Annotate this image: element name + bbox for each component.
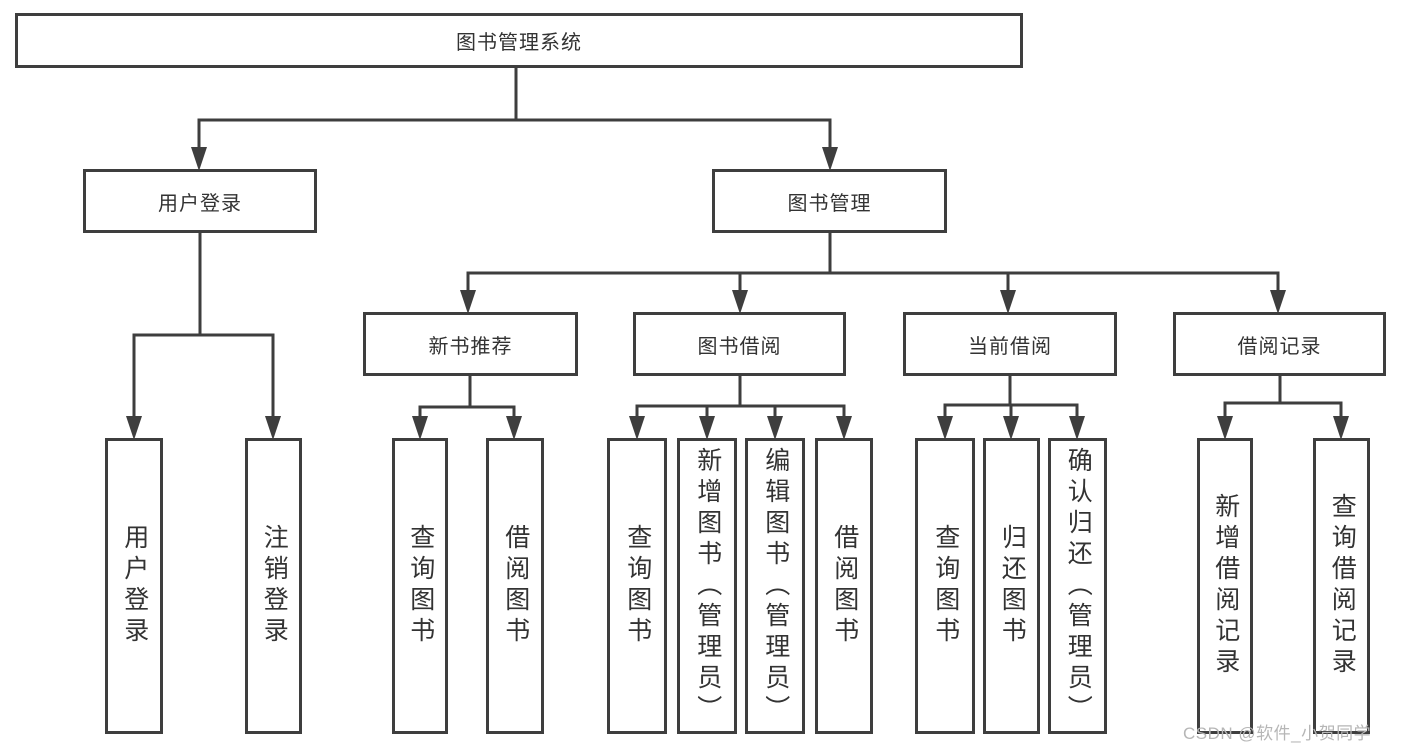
leaf-query-books-borrowing-label: 查询图书 [623, 524, 652, 648]
leaf-add-books-admin: 新增图书（管理员） [677, 438, 737, 734]
node-book-borrowing: 图书借阅 [633, 312, 846, 376]
leaf-borrow-books-recommend: 借阅图书 [486, 438, 544, 734]
node-borrowing-records-label: 借阅记录 [1237, 335, 1322, 358]
watermark: CSDN @软件_小贺同学 [1183, 724, 1372, 743]
leaf-edit-books-admin: 编辑图书（管理员） [745, 438, 805, 734]
node-new-book-recommend: 新书推荐 [363, 312, 578, 376]
leaf-query-books-borrowing: 查询图书 [607, 438, 667, 734]
node-book-management: 图书管理 [712, 169, 947, 233]
leaf-borrow-books: 借阅图书 [815, 438, 873, 734]
node-user-login: 用户登录 [83, 169, 317, 233]
node-current-borrowing: 当前借阅 [903, 312, 1117, 376]
leaf-return-books: 归还图书 [983, 438, 1040, 734]
leaf-query-books-recommend-label: 查询图书 [406, 524, 435, 648]
leaf-query-books-current-label: 查询图书 [931, 524, 960, 648]
leaf-borrow-books-recommend-label: 借阅图书 [501, 524, 530, 648]
leaf-logout: 注销登录 [245, 438, 302, 734]
leaf-query-borrow-record: 查询借阅记录 [1313, 438, 1370, 734]
node-book-management-label: 图书管理 [787, 192, 872, 215]
node-user-login-label: 用户登录 [158, 192, 242, 215]
leaf-query-books-recommend: 查询图书 [392, 438, 448, 734]
node-new-book-recommend-label: 新书推荐 [428, 335, 513, 358]
leaf-confirm-return-admin-label: 确认归还（管理员） [1064, 446, 1093, 726]
leaf-query-books-current: 查询图书 [915, 438, 975, 734]
node-current-borrowing-label: 当前借阅 [968, 335, 1052, 358]
leaf-add-books-admin-label: 新增图书（管理员） [693, 446, 722, 726]
leaf-confirm-return-admin: 确认归还（管理员） [1048, 438, 1107, 734]
node-book-borrowing-label: 图书借阅 [697, 335, 782, 358]
node-root-label: 图书管理系统 [456, 32, 582, 54]
leaf-user-login: 用户登录 [105, 438, 163, 734]
node-root: 图书管理系统 [15, 13, 1023, 68]
arrowheads [126, 147, 1349, 440]
leaf-query-borrow-record-label: 查询借阅记录 [1328, 493, 1357, 679]
leaf-return-books-label: 归还图书 [998, 524, 1027, 648]
leaf-borrow-books-label: 借阅图书 [830, 524, 859, 648]
leaf-edit-books-admin-label: 编辑图书（管理员） [761, 446, 790, 726]
leaf-add-borrow-record-label: 新增借阅记录 [1211, 493, 1240, 679]
leaf-user-login-label: 用户登录 [120, 524, 149, 648]
node-borrowing-records: 借阅记录 [1173, 312, 1386, 376]
leaf-logout-label: 注销登录 [260, 524, 289, 648]
leaf-add-borrow-record: 新增借阅记录 [1197, 438, 1253, 734]
